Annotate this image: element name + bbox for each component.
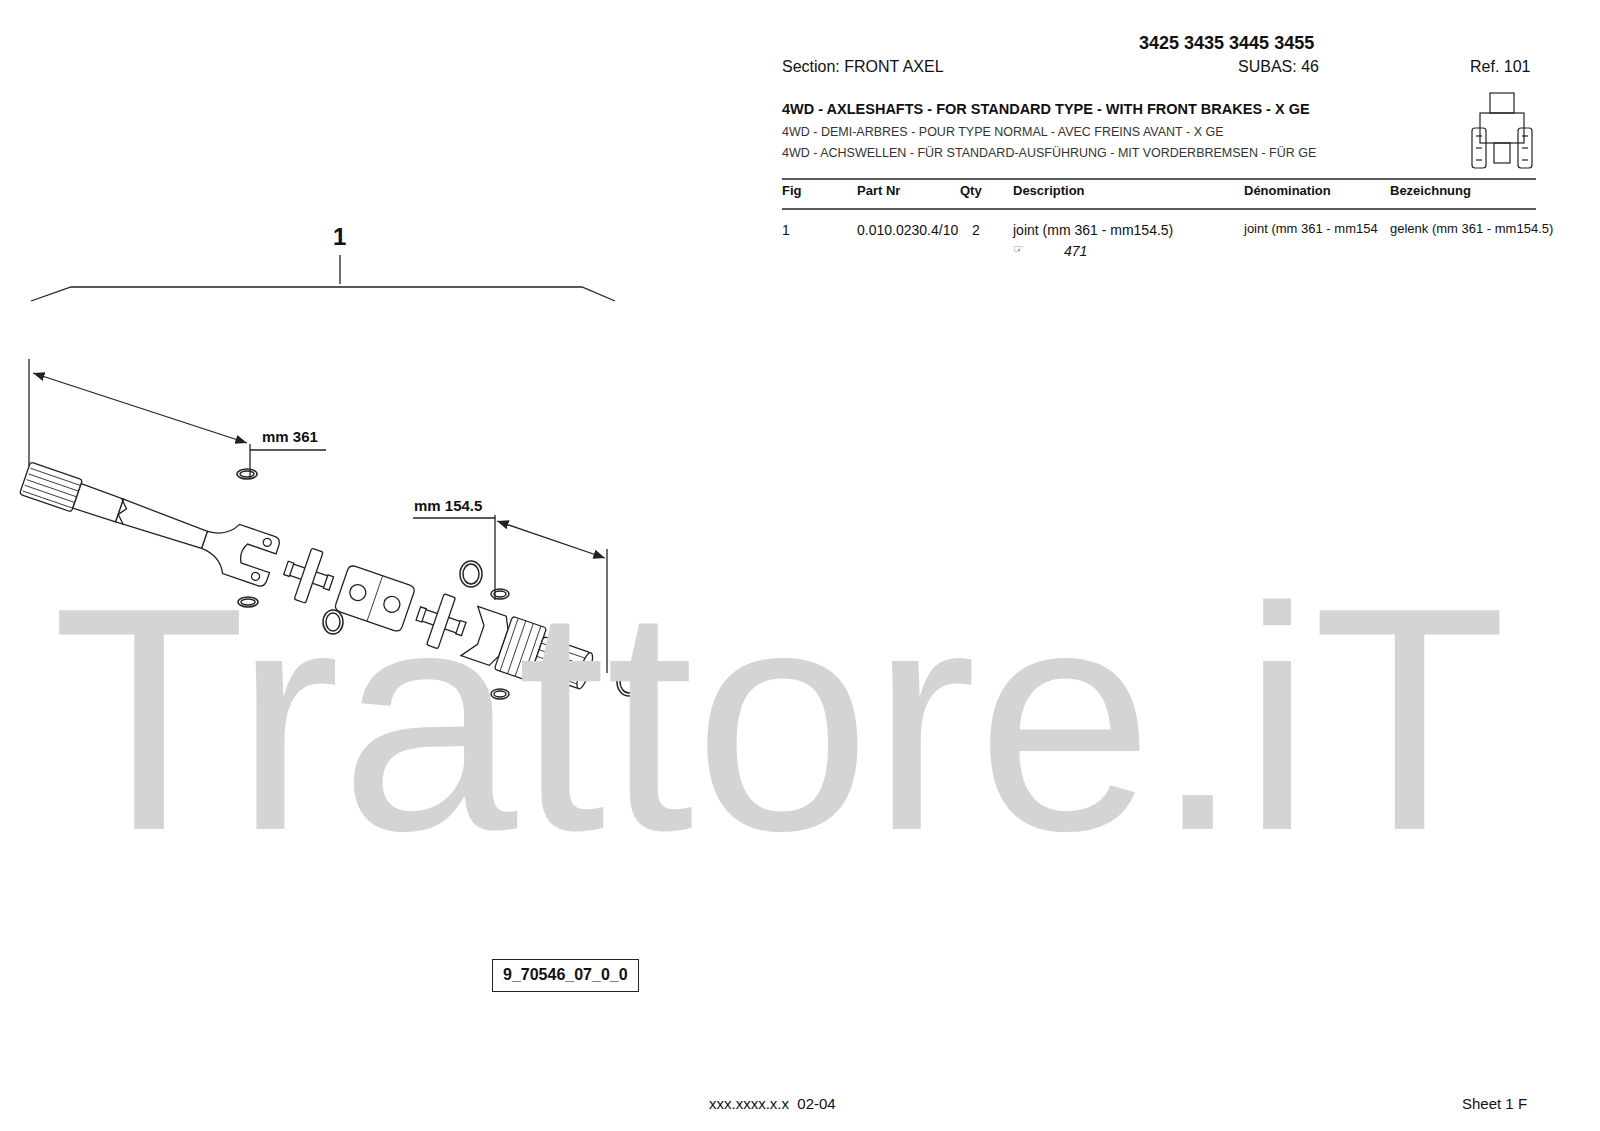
reference: Ref. 101 [1470, 58, 1530, 76]
footer-code: xxx.xxxx.x.x 02-04 [709, 1095, 836, 1112]
table-cell: joint (mm 361 - mm154.5) [1013, 222, 1173, 238]
table-cell: 0.010.0230.4/10 [857, 222, 958, 238]
table-cell: joint (mm 361 - mm154 [1244, 222, 1378, 237]
table-cell: 2 [972, 222, 980, 238]
column-header: Part Nr [857, 184, 900, 199]
subassembly: SUBAS: 46 [1238, 58, 1319, 76]
subtitle-de: 4WD - ACHSWELLEN - FÜR STANDARD-AUSFÜHRU… [782, 146, 1316, 160]
model-numbers: 3425 3435 3445 3455 [1139, 33, 1314, 54]
sheet-number: Sheet 1 F [1462, 1095, 1527, 1112]
drawing-number-box: 9_70546_07_0_0 [492, 959, 639, 992]
table-rule [782, 208, 1536, 210]
table-rule [782, 178, 1536, 180]
table-cell: gelenk (mm 361 - mm154.5) [1390, 222, 1553, 237]
group-bracket [31, 255, 615, 301]
column-header: Dénomination [1244, 184, 1331, 199]
tractor-icon [1472, 93, 1532, 168]
reference-number: 471 [1064, 243, 1087, 259]
watermark: Trattore.iT [52, 560, 1507, 878]
drawing-number: 9_70546_07_0_0 [503, 966, 628, 984]
column-header: Qty [960, 184, 982, 199]
table-cell: 1 [782, 222, 790, 238]
column-header: Description [1013, 184, 1085, 199]
reference-symbol: ☞ [1013, 243, 1024, 257]
section-name: Section: FRONT AXEL [782, 58, 944, 76]
sheet-title: 4WD - AXLESHAFTS - FOR STANDARD TYPE - W… [782, 101, 1310, 118]
subtitle-fr: 4WD - DEMI-ARBRES - POUR TYPE NORMAL - A… [782, 125, 1224, 139]
column-header: Fig [782, 184, 802, 199]
column-header: Bezeichnung [1390, 184, 1471, 199]
dimension-label: mm 361 [262, 428, 318, 445]
callout-number: 1 [333, 223, 346, 251]
dimension-label: mm 154.5 [414, 497, 482, 514]
